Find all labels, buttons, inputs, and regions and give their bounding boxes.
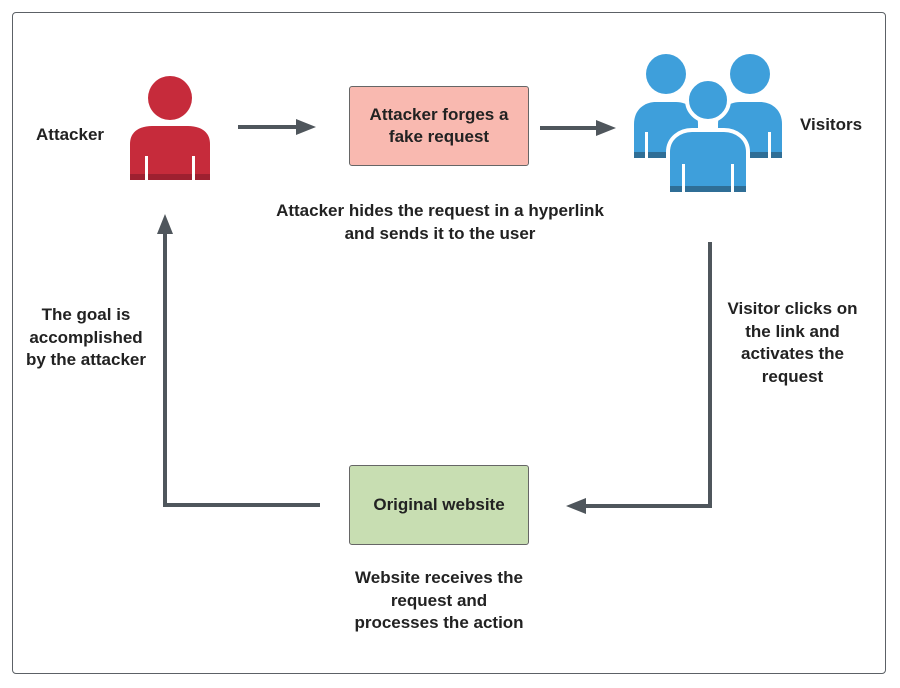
visitors-label: Visitors <box>800 115 863 134</box>
arrowhead-visitors <box>596 120 616 136</box>
hide-request-text: Attacker hides the request in a hyperlin… <box>276 201 604 243</box>
website-receives-text: Website receives the request and process… <box>354 568 524 632</box>
visitor-clicks-text: Visitor clicks on the link and activates… <box>727 299 858 386</box>
connectors <box>163 125 712 508</box>
diagram-frame <box>12 12 886 674</box>
arrowheads <box>157 119 616 514</box>
edge-website-to-attacker <box>163 232 320 507</box>
arrowhead-forge <box>296 119 316 135</box>
person-icon <box>130 76 210 180</box>
arrowhead-website <box>566 498 586 514</box>
attacker-label: Attacker <box>36 125 105 144</box>
arrowhead-attacker <box>157 214 173 234</box>
goal-text: The goal is accomplished by the attacker <box>26 305 146 369</box>
original-website-box: Original website <box>349 465 529 545</box>
forge-request-box: Attacker forges a fake request <box>349 86 529 166</box>
forge-request-label: Attacker forges a fake request <box>369 104 509 147</box>
group-icon <box>634 54 782 194</box>
edge-visitors-to-website <box>585 242 712 508</box>
original-website-label: Original website <box>373 494 505 514</box>
